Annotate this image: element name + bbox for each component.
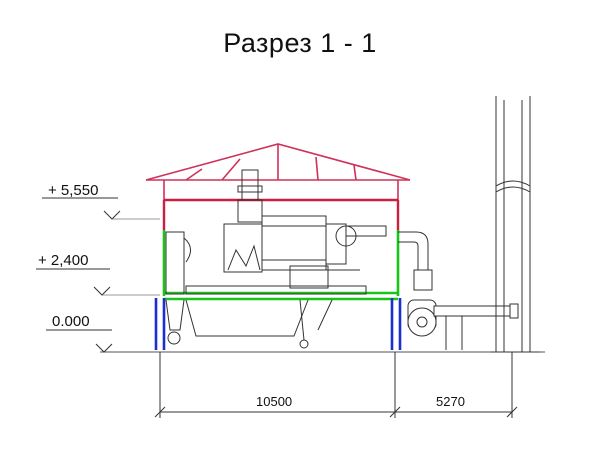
level-label-0000: 0.000 xyxy=(52,313,90,330)
level-label-5550: + 5,550 xyxy=(48,182,98,199)
level-marker-2400: + 2,400 xyxy=(36,252,160,296)
roof-truss xyxy=(145,143,411,200)
middle-frame xyxy=(162,230,400,301)
dimension-line xyxy=(154,352,518,418)
lower-frame xyxy=(154,298,402,350)
level-marker-5550: + 5,550 xyxy=(42,182,160,220)
dimension-10500: 10500 xyxy=(256,394,292,409)
dimension-5270: 5270 xyxy=(436,394,465,409)
drawing-title: Разрез 1 - 1 xyxy=(223,28,377,58)
upper-frame xyxy=(162,198,400,230)
chimney xyxy=(490,96,540,353)
level-marker-0000: 0.000 xyxy=(46,313,113,353)
equipment-assembly xyxy=(165,169,387,349)
level-label-2400: + 2,400 xyxy=(38,252,88,269)
external-duct xyxy=(398,231,519,350)
